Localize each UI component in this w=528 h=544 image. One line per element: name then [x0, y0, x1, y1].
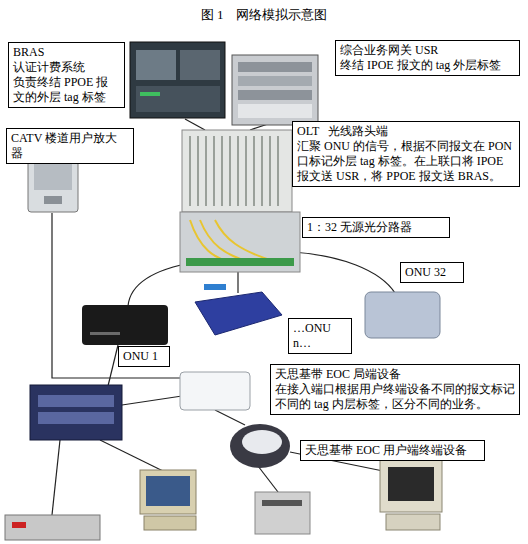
box-text: 终结 IPOE 报文的 tag 外层标签 — [340, 58, 515, 73]
switch-eoc-cable — [122, 396, 182, 405]
box-heading: …ONU n… — [293, 321, 347, 351]
box-heading: 天思基带 EOC 用户端终端设备 — [305, 443, 480, 458]
settop-cable — [52, 440, 60, 515]
box-heading: ONU 1 — [123, 349, 165, 364]
settop-box — [5, 515, 100, 540]
case — [5, 515, 100, 540]
base — [386, 514, 440, 530]
dvd-cable — [258, 466, 278, 492]
card — [180, 50, 220, 80]
callout-box: 1：32 无源光分路器 — [302, 217, 450, 238]
screen — [388, 467, 434, 501]
base — [144, 516, 196, 530]
onu32-device — [365, 292, 440, 338]
case — [195, 292, 282, 335]
callout-box: OLT 光线路头端汇聚 ONU 的信号，根据不同报文在 PON 口标记外层 ta… — [292, 121, 520, 187]
led — [140, 92, 160, 96]
eoc-user-device — [230, 424, 290, 468]
leds — [90, 332, 120, 335]
monitor — [380, 460, 442, 512]
box-text: 汇聚 ONU 的信号，根据不同报文在 PON 口标记外层 tag 标签。在上联口… — [297, 139, 515, 184]
line-cards — [190, 136, 278, 206]
fiber-onu32 — [292, 252, 395, 293]
ports — [38, 412, 114, 424]
callout-box: BRAS认证计费系统负责终结 PPOE 报文的外层 tag 标签 — [8, 42, 125, 108]
bras-device — [130, 42, 225, 118]
fins — [34, 160, 72, 190]
mac-computer — [380, 460, 442, 530]
case — [180, 372, 250, 410]
screen — [146, 476, 190, 506]
slot — [238, 104, 312, 118]
callout-box: 天思基带 EOC 用户端终端设备 — [300, 440, 485, 461]
slot — [238, 90, 312, 100]
olt-bras-wire — [185, 119, 205, 130]
fibers — [190, 220, 270, 262]
ports — [38, 395, 114, 407]
card — [136, 86, 220, 112]
case — [255, 492, 310, 534]
callout-box: …ONU n… — [288, 318, 352, 354]
callout-box: ONU 1 — [118, 346, 170, 367]
tag — [204, 284, 226, 290]
box-heading: 综合业务网关 USR — [340, 43, 515, 58]
onu1-device — [82, 305, 168, 345]
chassis — [130, 42, 225, 118]
pc-cable — [100, 440, 165, 472]
case — [365, 292, 440, 338]
connectors — [186, 258, 294, 266]
callout-box: CATV 楼道用户放大器 — [6, 128, 134, 164]
pc — [140, 470, 196, 530]
monitor — [140, 470, 196, 514]
card — [136, 50, 176, 80]
box-heading: ONU 32 — [405, 265, 459, 280]
chassis — [232, 55, 318, 125]
catv-cable — [52, 213, 185, 378]
case — [82, 305, 168, 345]
callout-box: 综合业务网关 USR终结 IPOE 报文的 tag 外层标签 — [335, 40, 520, 76]
box-text: 负责终结 PPOE 报文的外层 tag 标签 — [13, 75, 120, 105]
box-heading: CATV 楼道用户放大器 — [11, 131, 129, 161]
frame — [180, 212, 300, 272]
top — [242, 430, 282, 454]
rack — [182, 130, 292, 212]
switch-device — [30, 385, 122, 440]
onun-device — [195, 284, 282, 335]
callout-box: ONU 32 — [400, 262, 464, 283]
case — [30, 385, 122, 440]
box-heading: 天思基带 EOC 局端设备 — [275, 367, 515, 382]
onu1-switch-cable — [108, 345, 118, 386]
callout-box: 天思基带 EOC 局端设备在接入端口根据用户终端设备不同的报文标记不同的 tag… — [270, 364, 520, 415]
usr-device — [232, 55, 318, 125]
box-text: 在接入端口根据用户终端设备不同的报文标记不同的 tag 内层标签，区分不同的业务… — [275, 382, 515, 412]
dvd-player — [255, 492, 310, 534]
port — [44, 196, 62, 204]
olt-device — [182, 130, 292, 212]
slot — [238, 62, 312, 72]
box-heading: OLT 光线路头端 — [297, 124, 515, 139]
splitter-device — [180, 212, 300, 272]
slot — [238, 76, 312, 86]
diagram-title: 图 1 网络模拟示意图 — [0, 6, 528, 24]
tray — [262, 500, 302, 506]
case — [230, 424, 290, 468]
fiber-onun — [237, 272, 238, 293]
box-heading: BRAS — [13, 45, 120, 60]
eoc-head-device — [180, 372, 250, 410]
box-text: 认证计费系统 — [13, 60, 120, 75]
display — [12, 522, 26, 528]
eoc-user-cable — [215, 410, 245, 425]
box-heading: 1：32 无源光分路器 — [307, 220, 445, 235]
